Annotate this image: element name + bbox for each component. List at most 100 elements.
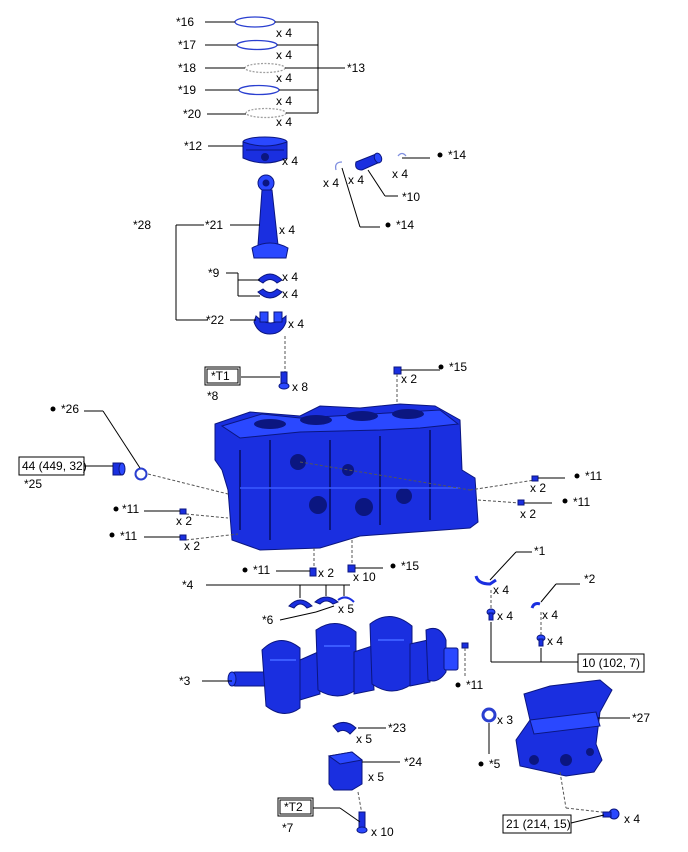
- main-bearing-cap-bolt: [356, 811, 368, 834]
- note-dot-11d: [109, 532, 115, 538]
- callout-18: *18: [178, 61, 196, 75]
- note-dot-14a: [437, 152, 443, 158]
- piston-pin: [355, 152, 383, 171]
- main-bearing-cap: [327, 751, 364, 791]
- note-dot-11e: [242, 567, 248, 573]
- qty-11c: x 2: [176, 514, 192, 528]
- callout-26: *26: [61, 402, 79, 416]
- qty-8: x 8: [292, 380, 308, 394]
- oil-jet-bolt-1: [486, 608, 496, 621]
- callout-17: *17: [178, 38, 196, 52]
- plug-11-right-b: [517, 499, 525, 506]
- qty-22: x 4: [288, 317, 304, 331]
- qty-2a: x 4: [542, 608, 558, 622]
- qty-15a: x 2: [401, 372, 417, 386]
- qty-11b: x 2: [520, 507, 536, 521]
- o-ring-26: [134, 467, 148, 481]
- qty-27: x 4: [624, 812, 640, 826]
- oil-jet-1: [474, 575, 497, 586]
- callout-22: *22: [206, 313, 224, 327]
- callout-19: *19: [178, 83, 196, 97]
- callout-15b: *15: [401, 559, 419, 573]
- piston-ring-16: [234, 16, 276, 28]
- callout-3: *3: [179, 674, 191, 688]
- oil-jet-bolt-2: [536, 634, 546, 647]
- qty-9b: x 4: [282, 287, 298, 301]
- qty-16: x 4: [276, 26, 292, 40]
- crankshaft: [227, 616, 459, 714]
- tool-tag-t1: *T1: [211, 369, 230, 383]
- callout-4: *4: [182, 578, 194, 592]
- note-dot-15b: [390, 563, 396, 569]
- snap-ring-left: [334, 161, 343, 171]
- callout-28: *28: [133, 218, 151, 232]
- qty-11d: x 2: [184, 539, 200, 553]
- main-bearing: [288, 596, 355, 609]
- qty-17: x 4: [276, 48, 292, 62]
- callout-2: *2: [584, 572, 596, 586]
- note-dot-11f: [455, 682, 461, 688]
- tool-tag-t2: *T2: [284, 800, 303, 814]
- callout-7: *7: [282, 821, 294, 835]
- callout-11a: *11: [585, 469, 602, 483]
- cylinder-block: [214, 403, 479, 551]
- qty-1a: x 4: [493, 583, 509, 597]
- callout-11e: *11: [253, 563, 270, 577]
- qty-11a: x 2: [530, 481, 546, 495]
- connecting-rod-bearing: [257, 273, 283, 299]
- qty-23: x 5: [356, 732, 372, 746]
- torque-spec-1: 10 (102, 7): [582, 656, 640, 670]
- qty-6: x 5: [338, 602, 354, 616]
- callout-1: *1: [534, 544, 546, 558]
- note-dot-11b: [562, 498, 568, 504]
- torque-spec-25: 44 (449, 32): [22, 459, 87, 473]
- qty-15b: x 10: [353, 570, 376, 584]
- qty-5: x 3: [497, 713, 513, 727]
- callout-11d: *11: [120, 529, 137, 543]
- qty-10b: x 4: [348, 173, 364, 187]
- callout-14b: *14: [396, 218, 414, 232]
- snap-ring-right: [397, 152, 407, 157]
- note-dot-5: [478, 761, 484, 767]
- plug-11-bottom: [309, 567, 317, 577]
- callout-21: *21: [205, 218, 223, 232]
- callout-27: *27: [632, 711, 650, 725]
- plug-25: [112, 462, 126, 476]
- qty-9a: x 4: [282, 270, 298, 284]
- rod-cap-bolt: [278, 371, 290, 390]
- note-dot-15a: [438, 364, 444, 370]
- callout-23: *23: [388, 721, 406, 735]
- thrust-washer: [332, 722, 357, 735]
- callout-14a: *14: [448, 148, 466, 162]
- bracket-bolt: [602, 808, 620, 820]
- qty-21: x 4: [279, 223, 295, 237]
- oil-jet-2: [530, 602, 541, 609]
- oil-pump-bracket: [515, 679, 613, 777]
- qty-1b: x 4: [497, 609, 513, 623]
- qty-14a: x 4: [392, 167, 408, 181]
- note-dot-11c: [113, 506, 119, 512]
- piston: [242, 136, 288, 164]
- qty-18: x 4: [276, 71, 292, 85]
- callout-25: *25: [24, 477, 42, 491]
- callout-16: *16: [176, 15, 194, 29]
- callout-11c: *11: [122, 502, 139, 516]
- callout-6: *6: [262, 613, 274, 627]
- qty-24: x 5: [368, 770, 384, 784]
- plug-11-crank: [461, 642, 469, 649]
- callout-8: *8: [207, 389, 219, 403]
- callout-13: *13: [347, 61, 365, 75]
- plug-15-top: [393, 366, 402, 375]
- o-ring-5: [481, 707, 497, 723]
- callout-11b: *11: [573, 495, 590, 509]
- callout-11f: *11: [466, 678, 483, 692]
- callout-20: *20: [183, 107, 201, 121]
- qty-12: x 4: [282, 154, 298, 168]
- callout-9: *9: [208, 266, 220, 280]
- callout-5: *5: [489, 757, 501, 771]
- qty-10a: x 4: [323, 176, 339, 190]
- note-dot-26: [50, 406, 56, 412]
- qty-20: x 4: [276, 115, 292, 129]
- callout-10: *10: [402, 190, 420, 204]
